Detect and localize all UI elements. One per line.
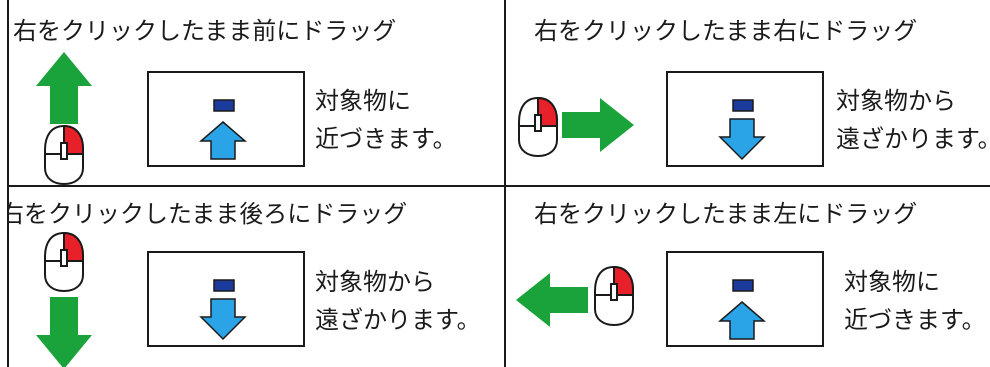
panel-drag-backward: 右をクリックしたまま後ろにドラッグ 対象物から 遠ざかります。 xyxy=(9,187,504,367)
panel-heading: 右をクリックしたまま右にドラッグ xyxy=(534,17,918,45)
mouse-right-button-icon xyxy=(518,96,558,158)
mouse-right-button-icon xyxy=(594,265,634,327)
panel-description: 対象物から 遠ざかります。 xyxy=(315,268,481,334)
target-object-icon xyxy=(732,279,754,292)
arrow-up-icon xyxy=(36,52,92,124)
arrow-right-icon xyxy=(562,98,634,152)
panel-heading: 右をクリックしたまま後ろにドラッグ xyxy=(9,200,408,228)
panel-heading: 右をクリックしたまま左にドラッグ xyxy=(534,200,918,228)
view-box xyxy=(147,71,305,167)
panel-drag-left: 右をクリックしたまま左にドラッグ 対象物に 近づきます。 xyxy=(506,187,990,367)
panel-description: 対象物から 遠ざかります。 xyxy=(836,87,990,153)
approach-arrow-icon xyxy=(198,121,248,160)
grid-left-border xyxy=(7,0,9,367)
target-object-icon xyxy=(213,279,235,292)
retreat-arrow-icon xyxy=(718,118,766,161)
mouse-right-button-icon xyxy=(44,231,84,293)
panel-drag-right: 右をクリックしたまま右にドラッグ 対象物から 遠ざかります。 xyxy=(506,0,990,185)
view-box xyxy=(147,251,305,347)
mouse-right-button-icon xyxy=(44,124,84,185)
view-box xyxy=(666,251,824,347)
arrow-left-icon xyxy=(516,273,588,327)
grid-center-divider xyxy=(504,0,506,367)
approach-arrow-icon xyxy=(717,301,767,340)
panel-drag-forward: 右をクリックしたまま前にドラッグ 対象物に 近づきます。 xyxy=(9,0,504,185)
panel-heading: 右をクリックしたまま前にドラッグ xyxy=(13,17,397,45)
grid-middle-divider xyxy=(7,185,990,187)
arrow-down-icon xyxy=(36,297,92,367)
view-box xyxy=(666,71,824,167)
panel-description: 対象物に 近づきます。 xyxy=(844,268,986,334)
target-object-icon xyxy=(732,99,754,112)
target-object-icon xyxy=(213,99,235,112)
retreat-arrow-icon xyxy=(199,298,247,341)
panel-description: 対象物に 近づきます。 xyxy=(315,87,457,153)
